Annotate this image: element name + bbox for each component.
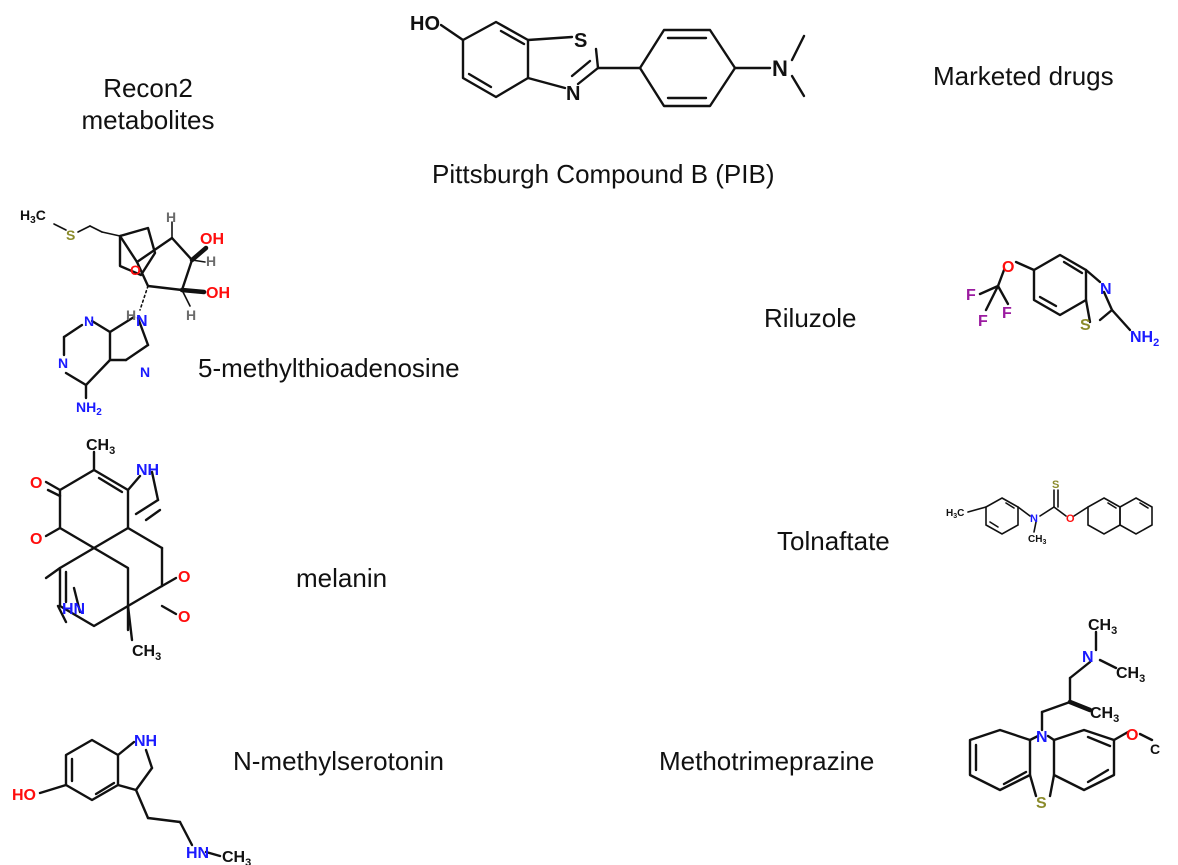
methotrimeprazine-s-atom: S [1036, 795, 1047, 812]
mta-o-ring-atom: O [130, 262, 141, 278]
structure-mta: H3C S O H OH H OH H H N N N N NH2 [20, 207, 230, 418]
nms-ho-atom: HO [12, 787, 36, 804]
riluzole-nh2-atom: NH2 [1130, 329, 1159, 349]
methotrimeprazine-ch3-right-atom: CH3 [1116, 665, 1145, 685]
label-melanin: melanin [296, 563, 388, 593]
riluzole-s-atom: S [1080, 317, 1091, 334]
mta-n7-atom: N [140, 364, 150, 380]
tolnaftate-n-atom: N [1030, 513, 1038, 525]
structure-melanin: CH3 NH O O HN O O CH3 [30, 437, 190, 663]
tolnaftate-ch3-atom: H3C [946, 508, 964, 520]
riluzole-n-atom: N [1100, 281, 1112, 298]
pib-n-amine-atom: N [772, 56, 788, 81]
melanin-hn-bottom-atom: HN [62, 601, 85, 618]
pib-n-ring-atom: N [566, 83, 580, 105]
mta-h-top-atom: H [166, 209, 176, 225]
riluzole-f3-atom: F [978, 313, 988, 330]
melanin-o1-atom: O [30, 475, 42, 492]
header-recon2-line1: Recon2 [103, 73, 193, 103]
methotrimeprazine-n-ring-atom: N [1036, 729, 1048, 746]
structure-tolnaftate: H3C N CH3 S O [946, 479, 1153, 546]
pib-ho-atom: HO [410, 13, 440, 35]
riluzole-f1-atom: F [966, 287, 976, 304]
mta-nh2-atom: NH2 [76, 399, 102, 418]
riluzole-f2-atom: F [1002, 305, 1012, 322]
header-recon2-line2: metabolites [81, 105, 215, 135]
label-riluzole: Riluzole [764, 303, 857, 333]
melanin-ch3-bottom-atom: CH3 [132, 643, 161, 663]
methotrimeprazine-ch3-top-atom: CH3 [1088, 617, 1117, 637]
structure-methotrimeprazine: CH3 N CH3 CH3 N S O C [968, 617, 1160, 812]
melanin-o3-atom: O [178, 569, 190, 586]
nms-ch3-atom: CH3 [222, 849, 251, 865]
mta-n9-atom: N [136, 313, 148, 330]
mta-ch3-atom: H3C [20, 207, 46, 226]
nms-hn-atom: HN [186, 845, 209, 862]
structure-pib: HO S N N [410, 13, 806, 108]
label-mta: 5-methylthioadenosine [198, 353, 460, 383]
mta-n1-atom: N [84, 313, 94, 329]
mta-h-bottom-atom: H [186, 307, 196, 323]
melanin-ch3-top-atom: CH3 [86, 437, 115, 457]
header-marketed-drugs: Marketed drugs [933, 61, 1114, 91]
mta-oh-top-atom: OH [200, 231, 224, 248]
melanin-nh-top-atom: NH [136, 462, 159, 479]
label-tolnaftate: Tolnaftate [777, 526, 890, 556]
mta-h-right-atom: H [206, 253, 216, 269]
mta-n3-atom: N [58, 355, 68, 371]
mta-h-anomeric-atom: H [126, 307, 136, 323]
mta-oh-bottom-atom: OH [206, 285, 230, 302]
label-pib: Pittsburgh Compound B (PIB) [432, 159, 775, 189]
melanin-o2-atom: O [30, 531, 42, 548]
tolnaftate-nch3-atom: CH3 [1028, 534, 1046, 546]
label-methotrimeprazine: Methotrimeprazine [659, 746, 875, 776]
methotrimeprazine-ch3-mid-atom: CH3 [1090, 705, 1119, 725]
riluzole-o-atom: O [1002, 259, 1014, 276]
nms-nh-atom: NH [134, 733, 157, 750]
methotrimeprazine-o-atom: O [1126, 727, 1138, 744]
methotrimeprazine-n-amine-atom: N [1082, 649, 1094, 666]
tolnaftate-s-atom: S [1052, 479, 1059, 491]
methotrimeprazine-ch3-ome-atom: C [1150, 741, 1160, 757]
melanin-o4-atom: O [178, 609, 190, 626]
label-nms: N-methylserotonin [233, 746, 444, 776]
structure-nms: NH HO HN CH3 [12, 733, 251, 865]
tolnaftate-o-atom: O [1066, 513, 1075, 525]
header-recon2: Recon2 metabolites [73, 72, 223, 136]
pib-s-atom: S [574, 30, 587, 52]
mta-s-atom: S [66, 227, 75, 243]
structure-riluzole: O F F F N S NH2 [966, 253, 1159, 349]
